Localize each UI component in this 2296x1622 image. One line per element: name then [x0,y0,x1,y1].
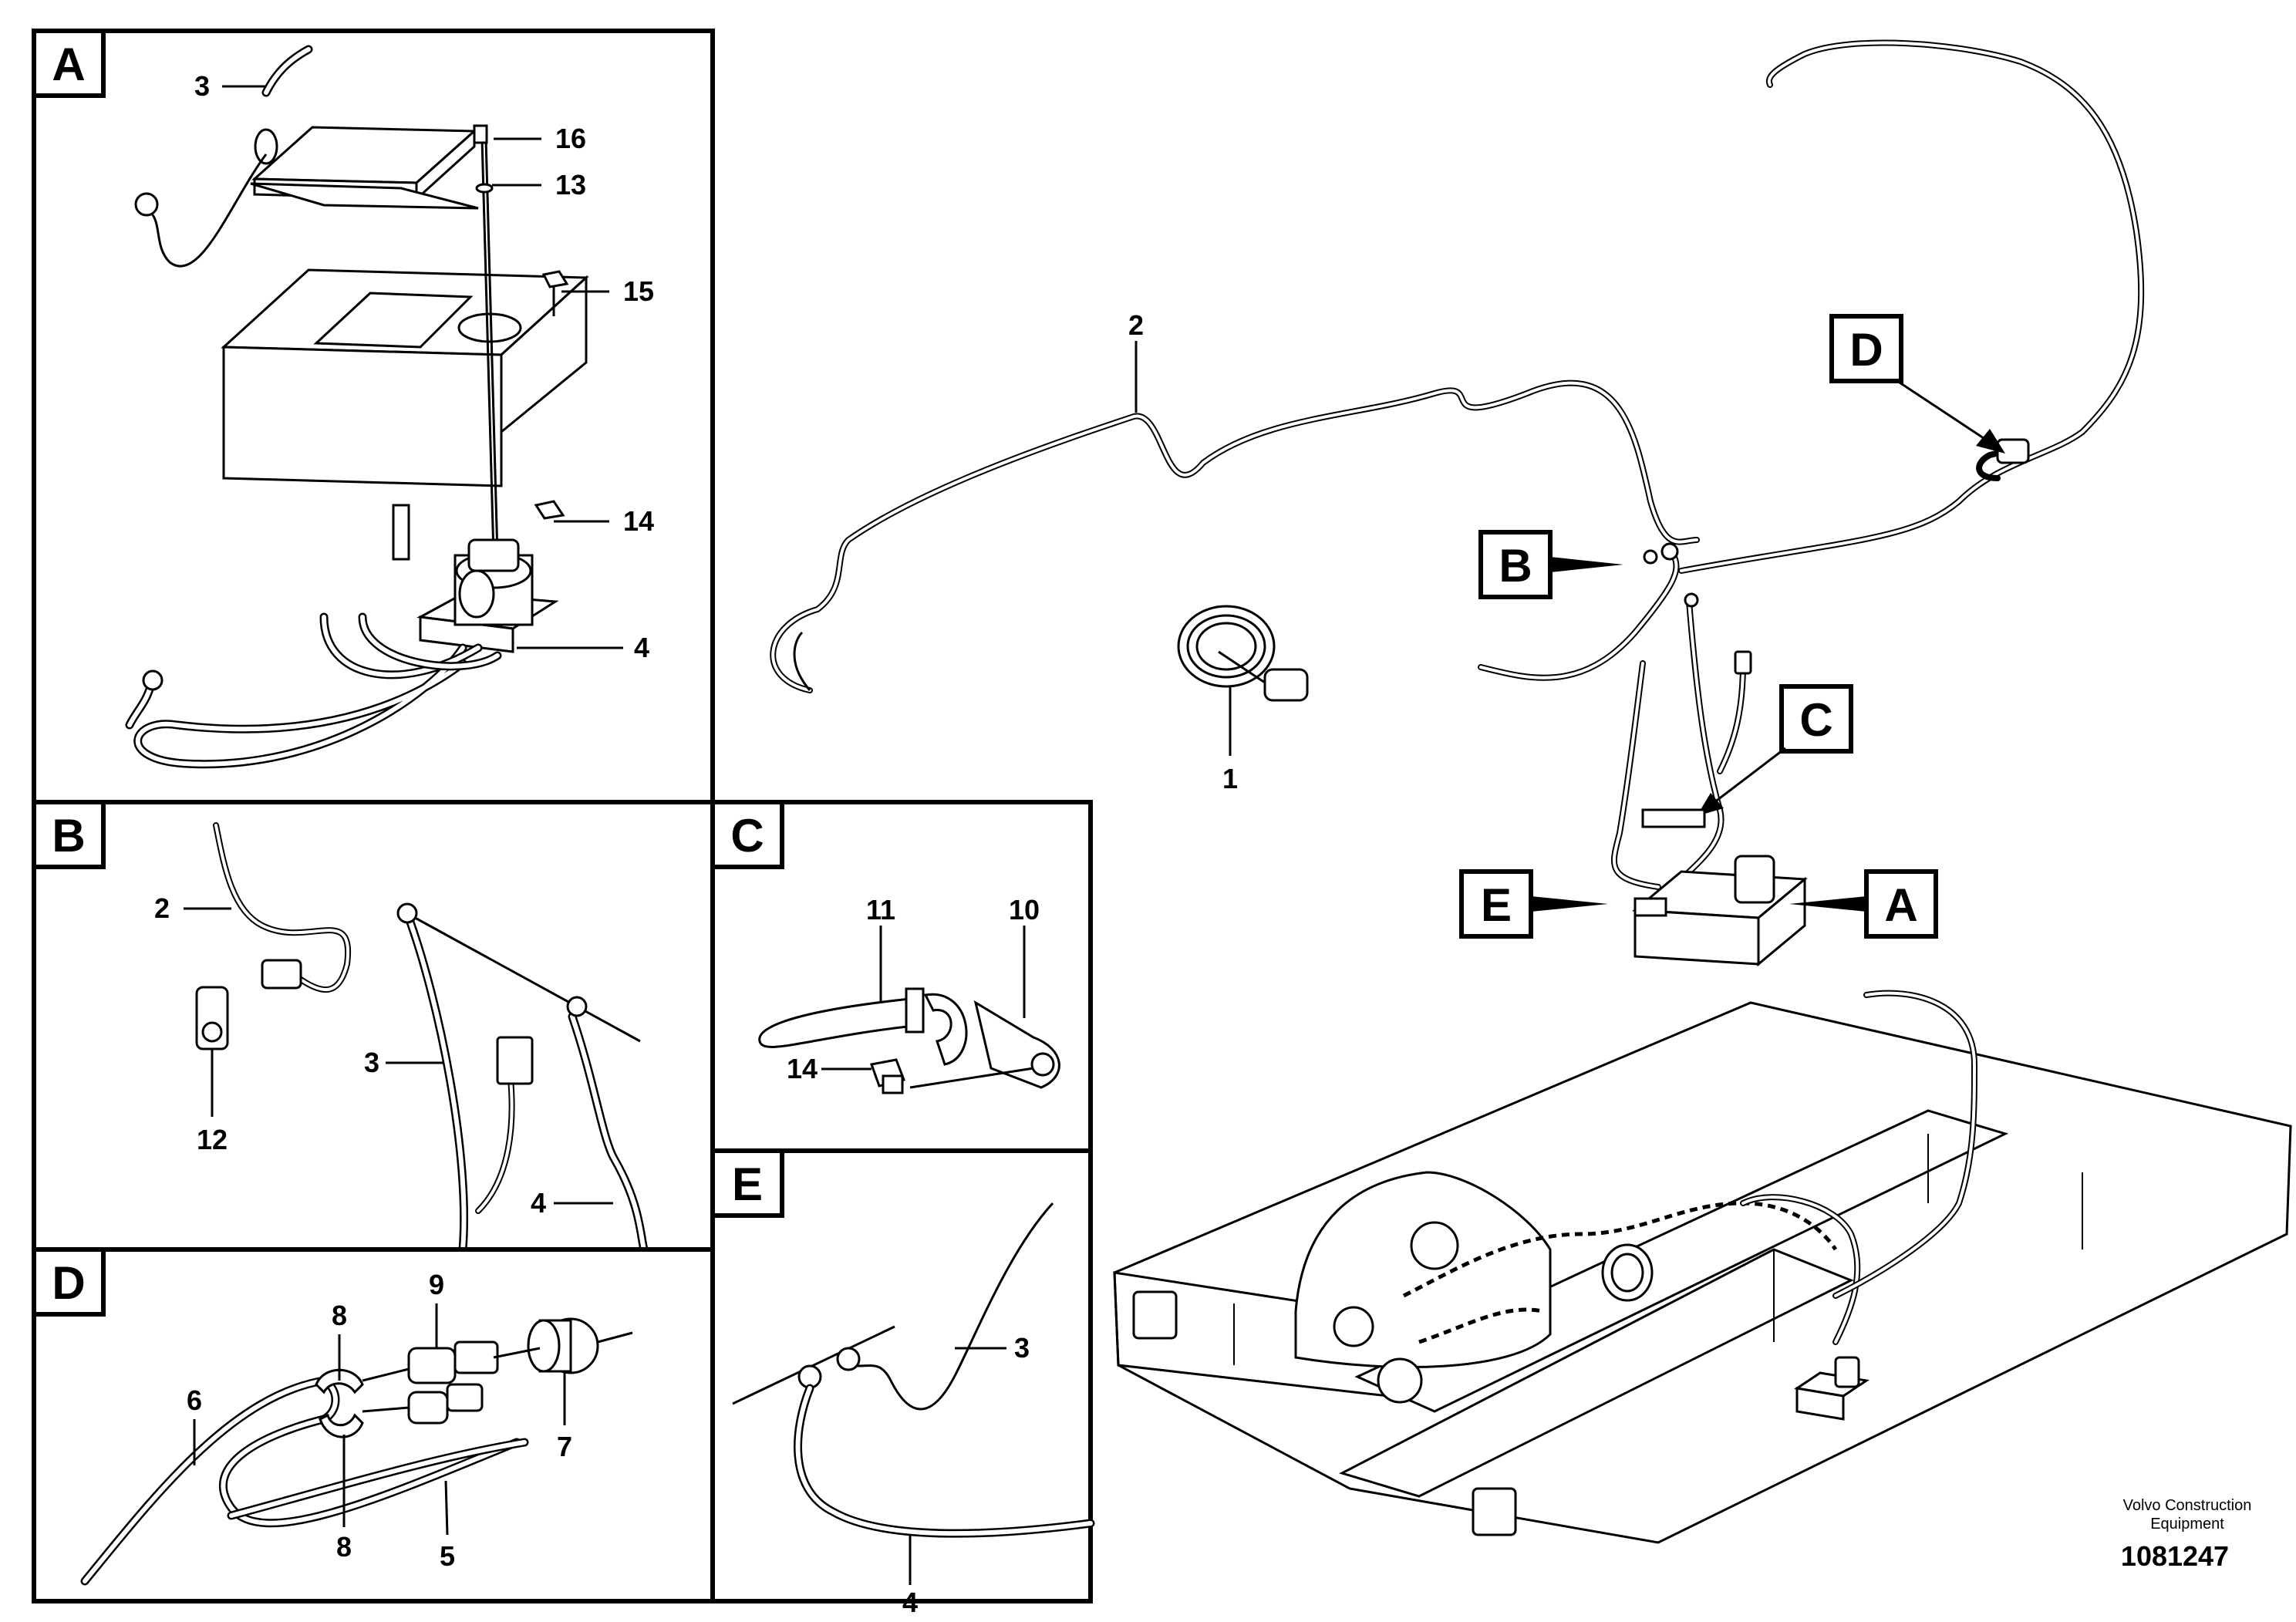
connector-plug [261,959,302,990]
callout-e: E [1459,869,1608,939]
installed-battery-box [1794,1356,1870,1421]
svg-text:A: A [1884,879,1917,931]
upper-frame [1113,1001,2292,1544]
clamp-upper [315,1368,364,1394]
detail-panel-e: E 3 4 [710,1148,1095,1618]
clamp-lower [319,1413,364,1438]
label-c-11: 11 [866,894,895,926]
battery-box-module [1632,855,1808,967]
label-a-13: 13 [555,169,586,201]
label-d-5: 5 [440,1540,455,1572]
label-overview-1: 1 [1222,763,1238,794]
svg-text:B: B [1499,540,1532,592]
label-d-7: 7 [557,1431,572,1462]
relay-module [250,126,479,210]
label-d-6: 6 [187,1384,202,1416]
label-c-14: 14 [787,1053,818,1084]
tie-bracket [923,993,1060,1089]
label-a-15: 15 [623,275,654,307]
cable-tie [758,987,925,1048]
callout-d: D [1829,314,2005,454]
figure-number: 1081247 [2121,1540,2229,1572]
svg-text:D: D [1849,324,1883,376]
panel-letter-e: E [732,1158,763,1210]
label-e-3: 3 [1014,1332,1030,1364]
flange-bolt [869,1058,906,1094]
label-c-10: 10 [1009,894,1040,926]
credit-line-1: Volvo Construction [2123,1497,2252,1514]
label-a-3: 3 [194,70,210,102]
inline-connector [362,1340,499,1425]
label-overview-2: 2 [1128,309,1144,341]
label-a-14: 14 [623,505,654,537]
label-d-8-top: 8 [332,1300,347,1331]
label-d-9: 9 [429,1269,444,1300]
callout-b: B [1478,530,1658,599]
label-b-2: 2 [154,892,170,924]
credit-line-2: Equipment [2150,1516,2224,1533]
callout-c: C [1641,684,1853,828]
battery-disconnect-switch [416,538,559,653]
label-b-12: 12 [197,1124,228,1155]
svg-text:E: E [1481,879,1512,931]
detail-panel-b: B 2 12 3 4 [32,800,715,1254]
panel-letter-c: C [730,810,764,862]
cable-clip [195,986,229,1050]
panel-letter-d: D [52,1257,85,1309]
label-a-16: 16 [555,123,586,154]
detail-panel-d: D [32,1247,715,1603]
label-e-4: 4 [902,1587,918,1618]
coiled-extension-cable [1177,605,1309,702]
callout-a: A [1789,869,1938,939]
label-d-8-bottom: 8 [336,1531,352,1563]
panel-letter-a: A [52,39,85,90]
panel-letter-b: B [52,810,85,862]
overview-assembly: D B C E A 2 1 [770,39,2292,1544]
detail-panel-a: A [32,29,715,804]
mounting-bracket [221,268,589,561]
label-a-4: 4 [634,632,649,663]
label-b-4: 4 [531,1187,546,1219]
svg-text:C: C [1799,694,1832,746]
detail-panel-c: C 11 10 14 [710,800,1093,1153]
rubber-boot [527,1317,599,1374]
label-b-3: 3 [364,1047,379,1078]
